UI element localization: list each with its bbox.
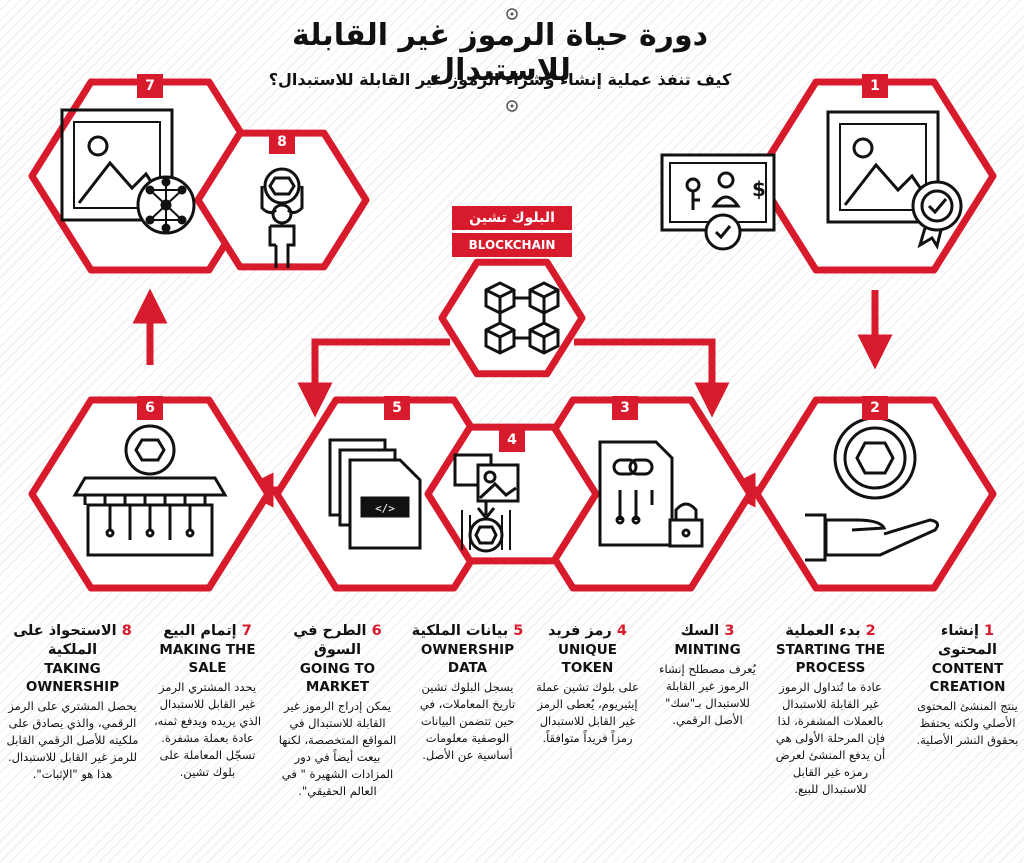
step-title-arabic: الاستحواذ على الملكية (13, 623, 117, 658)
person-holding-token-icon (260, 167, 304, 268)
step-1-description: 1 إنشاء المحتوى CONTENT CREATION ينتج ال… (915, 622, 1020, 860)
storefront-token-icon (72, 424, 228, 557)
image-to-token-icon (453, 453, 520, 553)
step-title-arabic: بدء العملية (785, 623, 861, 639)
blockchain-label-english: BLOCKCHAIN (452, 233, 572, 257)
step-5-badge: 5 (384, 396, 410, 420)
step-title-arabic: رمز فريد (548, 623, 612, 639)
ownership-certificate-icon: $ (660, 153, 776, 251)
step-title-english: UNIQUE TOKEN (558, 642, 617, 676)
step-number: 2 (865, 623, 876, 639)
blockchain-cubes-icon (484, 281, 560, 355)
step-title-arabic: الطرح في السوق (293, 623, 367, 658)
step-number: 1 (984, 623, 995, 639)
hexagon-step-1 (753, 78, 997, 274)
step-4-description: 4 رمز فريد UNIQUE TOKEN على بلوك تشين عم… (530, 622, 645, 860)
step-text: يحدد المشتري الرمز غير القابل للاستبدال … (153, 680, 262, 779)
step-text: يمكن إدراج الرموز غير القابلة للاستبدال … (278, 699, 397, 798)
blockchain-label-arabic: البلوك تشين (452, 206, 572, 230)
step-title-english: GOING TO MARKET (299, 661, 376, 695)
step-title-arabic: إتمام البيع (163, 623, 237, 639)
step-title-english: MAKING THE SALE (159, 642, 256, 676)
hexagon-step-8 (194, 129, 370, 271)
step-text: يُعرف مصطلح إنشاء الرموز غير القابلة للا… (659, 662, 756, 727)
step-8-description: 8 الاستحواذ على الملكية TAKING OWNERSHIP… (5, 622, 140, 860)
hexagon-step-2 (753, 396, 997, 592)
step-title-arabic: إنشاء المحتوى (938, 623, 997, 658)
step-7-badge: 7 (137, 74, 163, 98)
certified-artwork-icon (826, 110, 963, 250)
step-4-badge: 4 (499, 428, 525, 452)
svg-text:$: $ (752, 177, 766, 201)
step-1-badge: 1 (862, 74, 888, 98)
step-3-badge: 3 (612, 396, 638, 420)
step-2-description: 2 بدء العملية STARTING THE PROCESS عادة … (773, 622, 888, 860)
step-text: يسجل البلوك تشين تاريخ المعاملات، في حين… (419, 680, 516, 762)
step-title-english: STARTING THE PROCESS (775, 642, 886, 676)
hand-holding-coin-icon (805, 416, 940, 562)
step-5-description: 5 بيانات الملكية OWNERSHIP DATA يسجل الب… (410, 622, 525, 860)
step-title-english: OWNERSHIP DATA (420, 642, 515, 676)
step-6-badge: 6 (137, 396, 163, 420)
step-3-description: 3 السك MINTING يُعرف مصطلح إنشاء الرموز … (650, 622, 765, 860)
page-title: دورة حياة الرموز غير القابلة للاستبدال (291, 18, 708, 88)
step-number: 4 (616, 623, 627, 639)
page-subtitle: كيف تنفذ عملية إنشاء وشراء الرموز غير ال… (268, 70, 732, 89)
step-number: 6 (371, 623, 382, 639)
step-title-arabic: بيانات الملكية (411, 623, 509, 639)
step-number: 8 (121, 623, 132, 639)
step-text: عادة ما تُتداول الرموز غير القابلة للاست… (775, 680, 886, 796)
step-title-english: CONTENT CREATION (929, 661, 1006, 695)
step-7-description: 7 إتمام البيع MAKING THE SALE يحدد المشت… (150, 622, 265, 860)
hexagon-blockchain (438, 258, 586, 378)
step-title-english: MINTING (674, 642, 741, 658)
step-text: ينتج المنشئ المحتوى الأصلي ولكنه يحتفظ ب… (916, 699, 1019, 747)
step-number: 3 (724, 623, 735, 639)
artwork-network-icon (60, 108, 196, 235)
blockchain-to-3-connector (574, 338, 730, 418)
svg-text:</>: </> (375, 502, 395, 515)
locked-chain-document-icon (598, 440, 704, 548)
step-text: يحصل المشتري على الرمز الرقمي، والذي يصا… (6, 699, 139, 781)
step-6-description: 6 الطرح في السوق GOING TO MARKET يمكن إد… (275, 622, 400, 860)
blockchain-to-5-connector (297, 338, 450, 418)
step-number: 7 (241, 623, 252, 639)
gear-icon (506, 8, 518, 20)
step-title-arabic: السك (680, 623, 720, 639)
step-8-badge: 8 (269, 130, 295, 154)
step-title-english: TAKING OWNERSHIP (25, 661, 120, 695)
step-text: على بلوك تشين عملة إيثيريوم، يُعطى الرمز… (536, 680, 639, 745)
gear-icon (506, 100, 518, 112)
step-2-badge: 2 (862, 396, 888, 420)
code-documents-icon: </> (328, 438, 422, 550)
step-number: 5 (513, 623, 524, 639)
